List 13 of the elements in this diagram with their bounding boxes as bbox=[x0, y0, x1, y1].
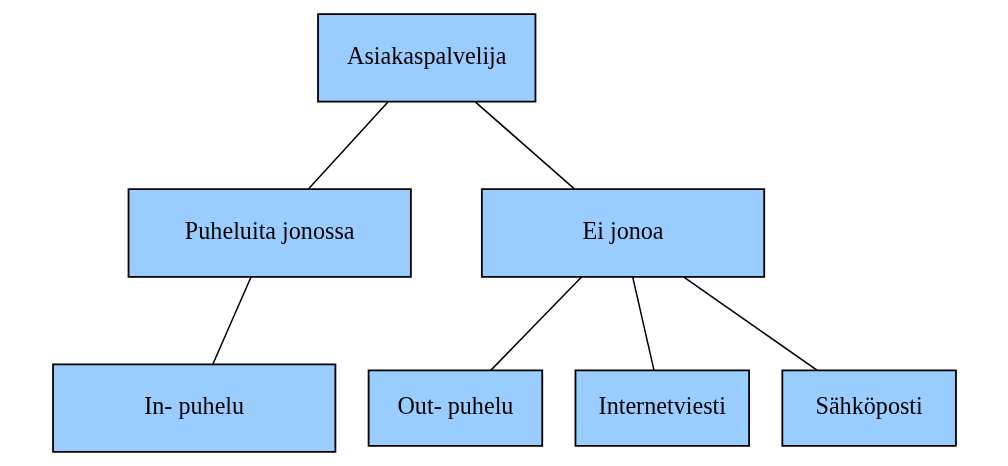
node-box: Ei jonoa bbox=[480, 188, 765, 278]
node-box: Sähköposti bbox=[780, 369, 957, 447]
node-box: In- puhelu bbox=[51, 363, 336, 453]
node-box: Asiakaspalvelija bbox=[316, 13, 536, 103]
connector bbox=[682, 276, 818, 372]
node-box: Internetviesti bbox=[574, 369, 750, 447]
connector bbox=[211, 276, 252, 365]
connector bbox=[474, 101, 575, 190]
node-box: Puheluita jonossa bbox=[127, 188, 412, 278]
connector bbox=[631, 276, 655, 372]
node-box: Out- puhelu bbox=[367, 369, 543, 447]
connector bbox=[307, 101, 389, 190]
connector bbox=[489, 276, 582, 372]
